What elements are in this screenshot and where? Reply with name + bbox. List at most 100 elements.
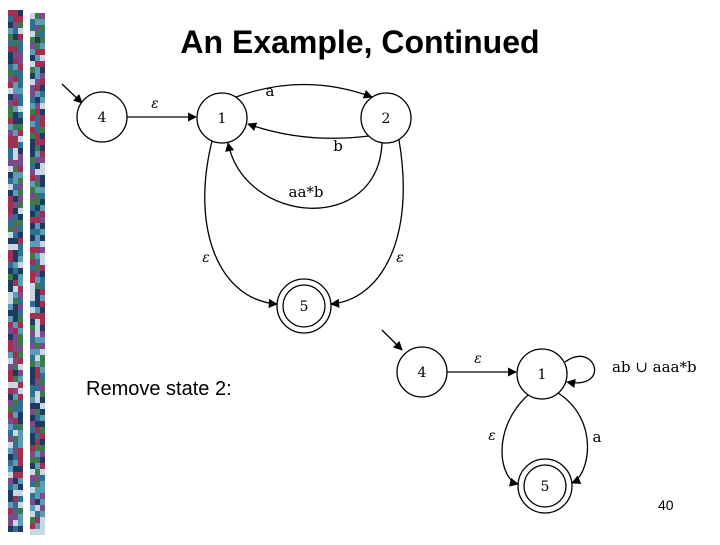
mosaic-tile: [35, 67, 40, 73]
mosaic-tile: [8, 202, 13, 208]
mosaic-tile: [13, 28, 18, 34]
mosaic-tile: [13, 172, 18, 178]
mosaic-tile: [18, 154, 23, 160]
mosaic-tile: [30, 199, 35, 205]
state-4-after-label: 4: [418, 365, 427, 381]
mosaic-tile: [13, 346, 18, 352]
mosaic-tile: [18, 178, 23, 184]
mosaic-tile: [8, 10, 13, 16]
mosaic-tile: [18, 430, 23, 436]
mosaic-tile: [30, 67, 35, 73]
mosaic-tile: [8, 406, 13, 412]
mosaic-tile: [35, 103, 40, 109]
decorative-side-strip: [0, 0, 50, 540]
mosaic-tile: [40, 235, 45, 241]
state-1-label: 1: [218, 111, 227, 127]
mosaic-tile: [18, 418, 23, 424]
mosaic-tile: [13, 274, 18, 280]
mosaic-tile: [30, 163, 35, 169]
mosaic-tile: [30, 349, 35, 355]
mosaic-tile: [18, 448, 23, 454]
mosaic-tile: [13, 76, 18, 82]
mosaic-tile: [30, 253, 35, 259]
mosaic-tile: [18, 394, 23, 400]
mosaic-tile: [18, 88, 23, 94]
mosaic-tile: [18, 352, 23, 358]
mosaic-tile: [18, 310, 23, 316]
mosaic-tile: [35, 343, 40, 349]
mosaic-tile: [18, 436, 23, 442]
mosaic-tile: [8, 166, 13, 172]
mosaic-tile: [30, 145, 35, 151]
mosaic-tile: [30, 169, 35, 175]
state-5-inner-ring: [282, 284, 326, 328]
mosaic-tile: [30, 127, 35, 133]
mosaic-tile: [40, 121, 45, 127]
mosaic-tile: [13, 418, 18, 424]
mosaic-tile: [13, 322, 18, 328]
mosaic-tile: [8, 328, 13, 334]
edge-1-5-right-label: a: [593, 428, 602, 446]
mosaic-tile: [13, 280, 18, 286]
mosaic-tile: [40, 175, 45, 181]
mosaic-tile: [40, 229, 45, 235]
mosaic-tile: [8, 454, 13, 460]
mosaic-tile: [30, 283, 35, 289]
state-5-after-inner-ring: [523, 464, 567, 508]
mosaic-tile: [30, 499, 35, 505]
mosaic-tile: [35, 361, 40, 367]
mosaic-tile: [30, 187, 35, 193]
mosaic-tile: [35, 181, 40, 187]
mosaic-tile: [30, 487, 35, 493]
mosaic-tile: [8, 418, 13, 424]
mosaic-tile: [40, 355, 45, 361]
mosaic-tile: [40, 427, 45, 433]
mosaic-tile: [40, 187, 45, 193]
mosaic-tile: [8, 160, 13, 166]
mosaic-tile: [30, 13, 35, 19]
mosaic-tile: [35, 373, 40, 379]
mosaic-tile: [8, 118, 13, 124]
mosaic-tile: [35, 397, 40, 403]
mosaic-tile: [30, 265, 35, 271]
mosaic-tile: [40, 139, 45, 145]
mosaic-tile: [30, 25, 35, 31]
mosaic-tile: [18, 232, 23, 238]
mosaic-tile: [8, 250, 13, 256]
mosaic-tile: [18, 190, 23, 196]
mosaic-tile: [18, 226, 23, 232]
mosaic-tile: [8, 154, 13, 160]
mosaic-tile: [18, 256, 23, 262]
mosaic-tile: [8, 388, 13, 394]
mosaic-tile: [18, 262, 23, 268]
mosaic-tile: [18, 514, 23, 520]
mosaic-tile: [13, 334, 18, 340]
mosaic-tile: [40, 109, 45, 115]
mosaic-tile: [35, 169, 40, 175]
mosaic-tile: [18, 454, 23, 460]
mosaic-tile: [35, 313, 40, 319]
mosaic-tile: [8, 520, 13, 526]
mosaic-tile: [35, 85, 40, 91]
mosaic-tile: [40, 253, 45, 259]
mosaic-tile: [40, 181, 45, 187]
mosaic-tile: [8, 16, 13, 22]
mosaic-tile: [13, 40, 18, 46]
mosaic-tile: [40, 247, 45, 253]
mosaic-tile: [13, 388, 18, 394]
mosaic-tile: [30, 451, 35, 457]
mosaic-tile: [30, 439, 35, 445]
mosaic-tile: [30, 511, 35, 517]
edge-2-1-aab: [225, 142, 383, 209]
mosaic-tile: [8, 100, 13, 106]
slide-title: An Example, Continued: [180, 24, 540, 60]
mosaic-tile: [18, 322, 23, 328]
mosaic-tile: [40, 409, 45, 415]
mosaic-tile: [8, 40, 13, 46]
mosaic-tile: [8, 214, 13, 220]
mosaic-tile: [30, 373, 35, 379]
mosaic-tile: [13, 136, 18, 142]
edge-1-2: [235, 83, 373, 99]
diagram-after: 4 1 5 ε ab ∪ aaa*b ε a: [381, 329, 697, 514]
mosaic-tile: [35, 337, 40, 343]
